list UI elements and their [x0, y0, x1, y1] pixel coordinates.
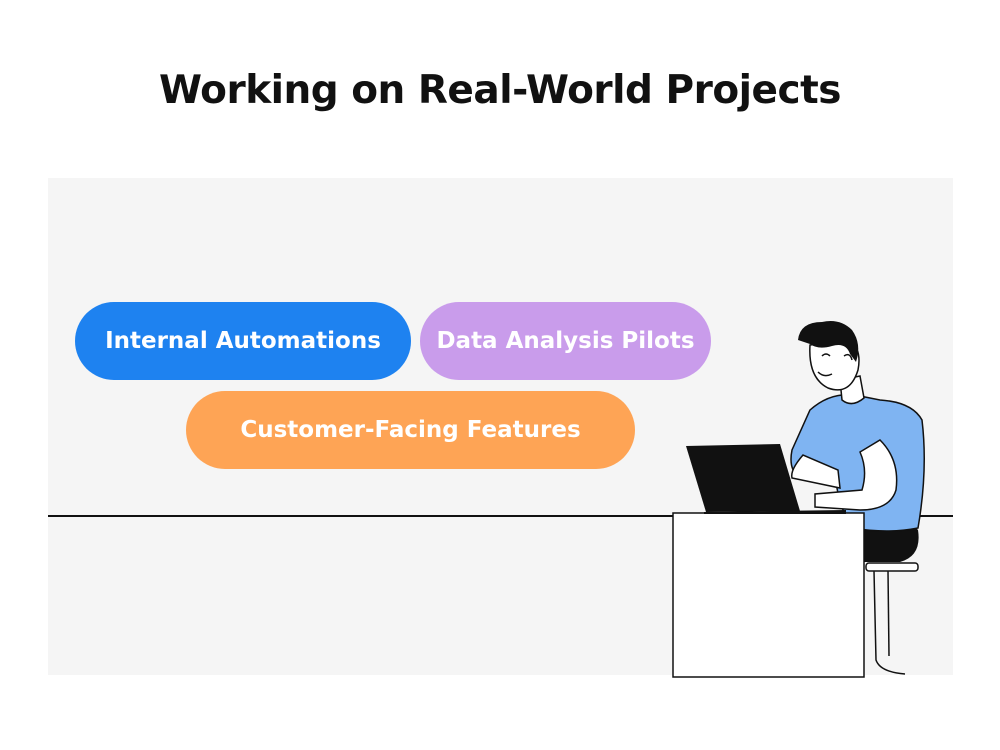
person-at-laptop-icon — [672, 321, 925, 678]
head-icon — [798, 321, 865, 405]
pill-label: Customer-Facing Features — [240, 417, 581, 443]
pill-internal-automations: Internal Automations — [75, 302, 411, 380]
pill-label: Internal Automations — [105, 328, 381, 354]
arms-icon — [790, 439, 898, 511]
pill-data-analysis-pilots: Data Analysis Pilots — [420, 302, 711, 380]
pill-label: Data Analysis Pilots — [436, 328, 695, 354]
desk-icon — [672, 512, 865, 678]
page-title: Working on Real-World Projects — [159, 68, 841, 113]
laptop-icon — [686, 444, 846, 514]
pill-customer-facing-features: Customer-Facing Features — [186, 391, 635, 469]
stool-icon — [865, 562, 919, 675]
floor-line — [48, 515, 953, 517]
